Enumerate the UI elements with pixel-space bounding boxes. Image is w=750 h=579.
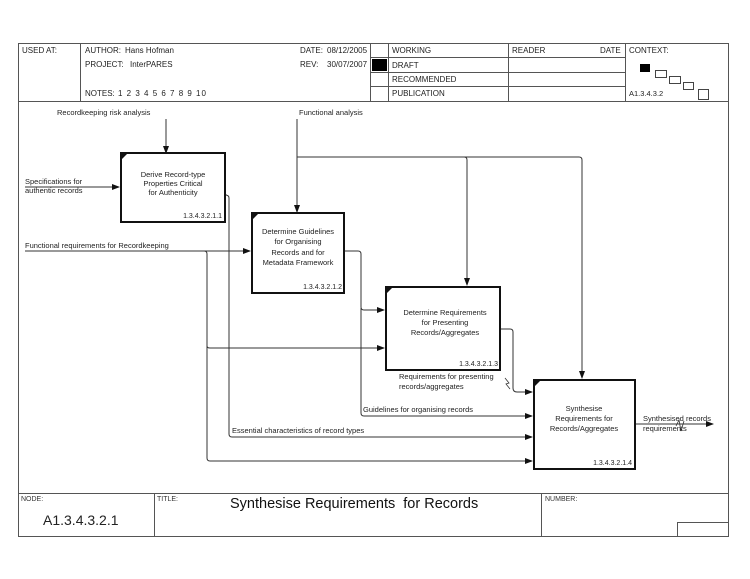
divider xyxy=(370,72,625,73)
box2-line2: for Organising xyxy=(274,237,321,246)
box4-line1: Synthesise xyxy=(566,404,603,413)
node-value: A1.3.4.3.2.1 xyxy=(43,512,119,528)
number-subbox xyxy=(677,522,729,537)
idef0-diagram-frame xyxy=(18,43,729,537)
activity-box-2-rect xyxy=(251,212,345,294)
label-functional-requirements: Functional requirements for Recordkeepin… xyxy=(25,241,169,250)
box2-line4: Metadata Framework xyxy=(263,258,334,267)
notes-label: NOTES: xyxy=(85,89,115,98)
box4-line3: Records/Aggregates xyxy=(550,424,619,433)
box4-line2: Requirements for xyxy=(555,414,613,423)
box1-line3: for Authenticity xyxy=(148,188,197,197)
activity-box-4-rect xyxy=(533,379,636,470)
activity-box-2 xyxy=(251,212,345,294)
author-label: AUTHOR: xyxy=(85,46,121,55)
activity-box-4 xyxy=(533,379,636,470)
box2-line3: Records and for xyxy=(271,248,325,257)
label-specifications-1: Specifications for xyxy=(25,177,83,186)
header-divider xyxy=(18,101,729,102)
context-box xyxy=(698,89,709,100)
activity-box-3 xyxy=(385,286,501,371)
date-value: 08/12/2005 xyxy=(327,46,368,55)
divider xyxy=(625,43,626,101)
label-synthesised-2: requirements xyxy=(643,424,687,433)
box1-line2: Properties Critical xyxy=(143,179,203,188)
label-guidelines: Guidelines for organising records xyxy=(363,405,473,414)
label-functional-analysis: Functional analysis xyxy=(299,108,363,117)
status-recommended: RECOMMENDED xyxy=(392,75,457,84)
label-synthesised-1: Synthesised records xyxy=(643,414,711,423)
box3-line3: Records/Aggregates xyxy=(411,328,480,337)
draft-checkbox-filled[interactable] xyxy=(372,59,387,71)
context-box xyxy=(669,76,681,84)
label-presenting-2: records/aggregates xyxy=(399,382,464,391)
diagram-title: Synthesise Requirements for Records xyxy=(230,496,479,512)
arrow-essential-characteristics xyxy=(224,194,533,440)
rev-label: REV: xyxy=(300,60,319,69)
node-label: NODE: xyxy=(21,496,44,503)
box3-line1: Determine Requirements xyxy=(403,308,487,317)
divider xyxy=(80,43,81,101)
notes-value: 1 2 3 4 5 6 7 8 9 10 xyxy=(118,89,207,98)
box2-number: 1.3.4.3.2.1.2 xyxy=(303,284,342,291)
label-risk-analysis: Recordkeeping risk analysis xyxy=(57,108,151,117)
project-value: InterPARES xyxy=(130,60,173,69)
number-label: NUMBER: xyxy=(545,496,578,503)
context-box xyxy=(683,82,694,90)
arrow-guidelines-box3 xyxy=(345,250,385,313)
context-box xyxy=(655,70,667,78)
divider xyxy=(370,86,625,87)
arrow-presenting-requirements xyxy=(501,328,533,395)
context-label: CONTEXT: xyxy=(629,46,669,55)
footer-divider xyxy=(18,493,729,494)
status-publication: PUBLICATION xyxy=(392,89,445,98)
box1-number: 1.3.4.3.2.1.1 xyxy=(183,213,222,220)
squiggle-mark xyxy=(504,377,511,390)
author-value: Hans Hofman xyxy=(125,46,174,55)
box2-line1: Determine Guidelines xyxy=(262,227,334,236)
arrow-functional-analysis-box4 xyxy=(464,156,585,379)
label-presenting-1: Requirements for presenting xyxy=(399,372,494,381)
activity-box-3-rect xyxy=(385,286,501,371)
activity-box-1 xyxy=(120,152,226,223)
divider xyxy=(370,57,625,58)
arrow-guidelines-box4 xyxy=(360,308,533,419)
title-label: TITLE: xyxy=(157,496,179,503)
status-working: WORKING xyxy=(392,46,432,55)
box3-line2: for Presenting xyxy=(422,318,469,327)
reader-date-label: DATE xyxy=(600,46,621,55)
reader-label: READER xyxy=(512,46,546,55)
activity-box-1-rect xyxy=(120,152,226,223)
date-label: DATE: xyxy=(300,46,323,55)
label-essential-characteristics: Essential characteristics of record type… xyxy=(232,426,364,435)
arrow-functional-requirements-box4 xyxy=(206,346,533,464)
rev-value: 30/07/2007 xyxy=(327,60,368,69)
box4-number: 1.3.4.3.2.1.4 xyxy=(593,460,632,467)
squiggle-mark xyxy=(675,418,685,432)
context-box-filled xyxy=(640,64,650,72)
box1-line1: Derive Record-type xyxy=(141,170,206,179)
project-label: PROJECT: xyxy=(85,60,124,69)
used-at-label: USED AT: xyxy=(22,46,57,55)
label-specifications-2: authentic records xyxy=(25,186,83,195)
context-node: A1.3.4.3.2 xyxy=(629,89,664,98)
status-draft: DRAFT xyxy=(392,61,419,70)
divider xyxy=(541,493,542,537)
divider xyxy=(154,493,155,537)
box3-number: 1.3.4.3.2.1.3 xyxy=(459,361,498,368)
